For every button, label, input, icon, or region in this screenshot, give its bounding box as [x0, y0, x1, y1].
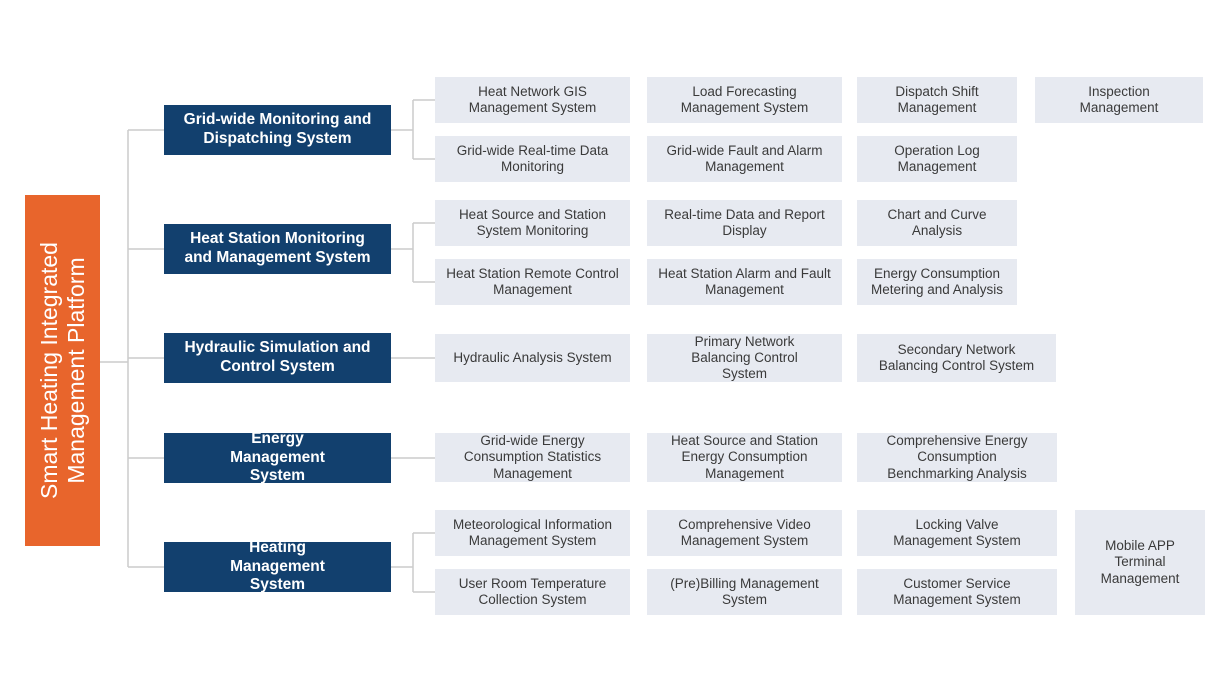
- leaf-user-room-temperature: User Room Temperature Collection System: [435, 569, 630, 615]
- leaf-heat-source-station-monitoring: Heat Source and Station System Monitorin…: [435, 200, 630, 246]
- leaf-energy-consumption-metering: Energy Consumption Metering and Analysis: [857, 259, 1017, 305]
- branch-hydraulic-simulation: Hydraulic Simulation and Control System: [164, 333, 391, 383]
- leaf-grid-wide-realtime-data: Grid-wide Real-time Data Monitoring: [435, 136, 630, 182]
- leaf-secondary-network-balancing: Secondary Network Balancing Control Syst…: [857, 334, 1056, 382]
- leaf-primary-network-balancing: Primary Network Balancing Control System: [647, 334, 842, 382]
- branch-heating-management: Heating Management System: [164, 539, 391, 593]
- leaf-mobile-app-terminal: Mobile APP Terminal Management: [1075, 510, 1205, 615]
- leaf-heat-network-gis: Heat Network GIS Management System: [435, 77, 630, 123]
- branch2-connector: [391, 222, 435, 283]
- leaf-meteorological-information: Meteorological Information Management Sy…: [435, 510, 630, 556]
- leaf-customer-service: Customer Service Management System: [857, 569, 1057, 615]
- leaf-inspection-management: Inspection Management: [1035, 77, 1203, 123]
- leaf-locking-valve: Locking Valve Management System: [857, 510, 1057, 556]
- leaf-dispatch-shift: Dispatch Shift Management: [857, 77, 1017, 123]
- branch1-connector: [391, 99, 435, 160]
- leaf-grid-wide-energy-statistics: Grid-wide Energy Consumption Statistics …: [435, 433, 630, 482]
- leaf-hydraulic-analysis: Hydraulic Analysis System: [435, 334, 630, 382]
- leaf-comprehensive-energy-benchmarking: Comprehensive Energy Consumption Benchma…: [857, 433, 1057, 482]
- leaf-realtime-data-report: Real-time Data and Report Display: [647, 200, 842, 246]
- leaf-heat-station-alarm-fault: Heat Station Alarm and Fault Management: [647, 259, 842, 305]
- leaf-load-forecasting: Load Forecasting Management System: [647, 77, 842, 123]
- leaf-pre-billing: (Pre)Billing Management System: [647, 569, 842, 615]
- leaf-operation-log: Operation Log Management: [857, 136, 1017, 182]
- root-node-platform: Smart Heating Integrated Management Plat…: [25, 195, 100, 546]
- leaf-chart-curve-analysis: Chart and Curve Analysis: [857, 200, 1017, 246]
- leaf-comprehensive-video: Comprehensive Video Management System: [647, 510, 842, 556]
- leaf-grid-wide-fault-alarm: Grid-wide Fault and Alarm Management: [647, 136, 842, 182]
- branch5-connector: [391, 532, 435, 593]
- root-node-label: Smart Heating Integrated Management Plat…: [36, 242, 89, 499]
- branch-energy-management: Energy Management System: [164, 430, 391, 484]
- branch-heat-station-monitoring: Heat Station Monitoring and Management S…: [164, 224, 391, 274]
- leaf-heat-source-station-energy: Heat Source and Station Energy Consumpti…: [647, 433, 842, 482]
- trunk-connector: [100, 129, 164, 568]
- leaf-heat-station-remote-control: Heat Station Remote Control Management: [435, 259, 630, 305]
- branch-grid-wide-monitoring: Grid-wide Monitoring and Dispatching Sys…: [164, 105, 391, 155]
